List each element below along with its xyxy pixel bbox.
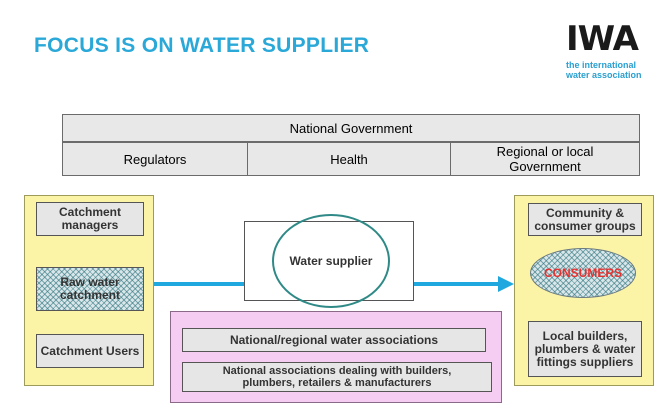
water-supplier-ellipse: Water supplier: [272, 214, 390, 308]
page-title: FOCUS IS ON WATER SUPPLIER: [34, 34, 370, 57]
arrow-right-head: [498, 276, 514, 292]
national-associations-builders-box: National associations dealing with build…: [182, 362, 492, 392]
logo-tagline-line1: the international: [566, 60, 637, 70]
health-box: Health: [247, 142, 451, 176]
national-regional-associations-box: National/regional water associations: [182, 328, 486, 352]
regulators-box: Regulators: [62, 142, 248, 176]
logo-tagline: the international water association: [566, 60, 642, 80]
logo-tagline-line2: water association: [566, 70, 642, 80]
raw-water-catchment-box: Raw water catchment: [36, 267, 144, 311]
national-government-box: National Government: [62, 114, 640, 142]
iwa-logo: IWA the international water association: [566, 22, 652, 86]
catchment-users-box: Catchment Users: [36, 334, 144, 368]
logo-mark: IWA: [566, 19, 639, 59]
community-groups-box: Community & consumer groups: [528, 203, 642, 236]
catchment-managers-box: Catchment managers: [36, 202, 144, 236]
local-builders-box: Local builders, plumbers & water fitting…: [528, 321, 642, 377]
regional-government-box: Regional or local Government: [450, 142, 640, 176]
consumers-ellipse: CONSUMERS: [530, 248, 636, 298]
